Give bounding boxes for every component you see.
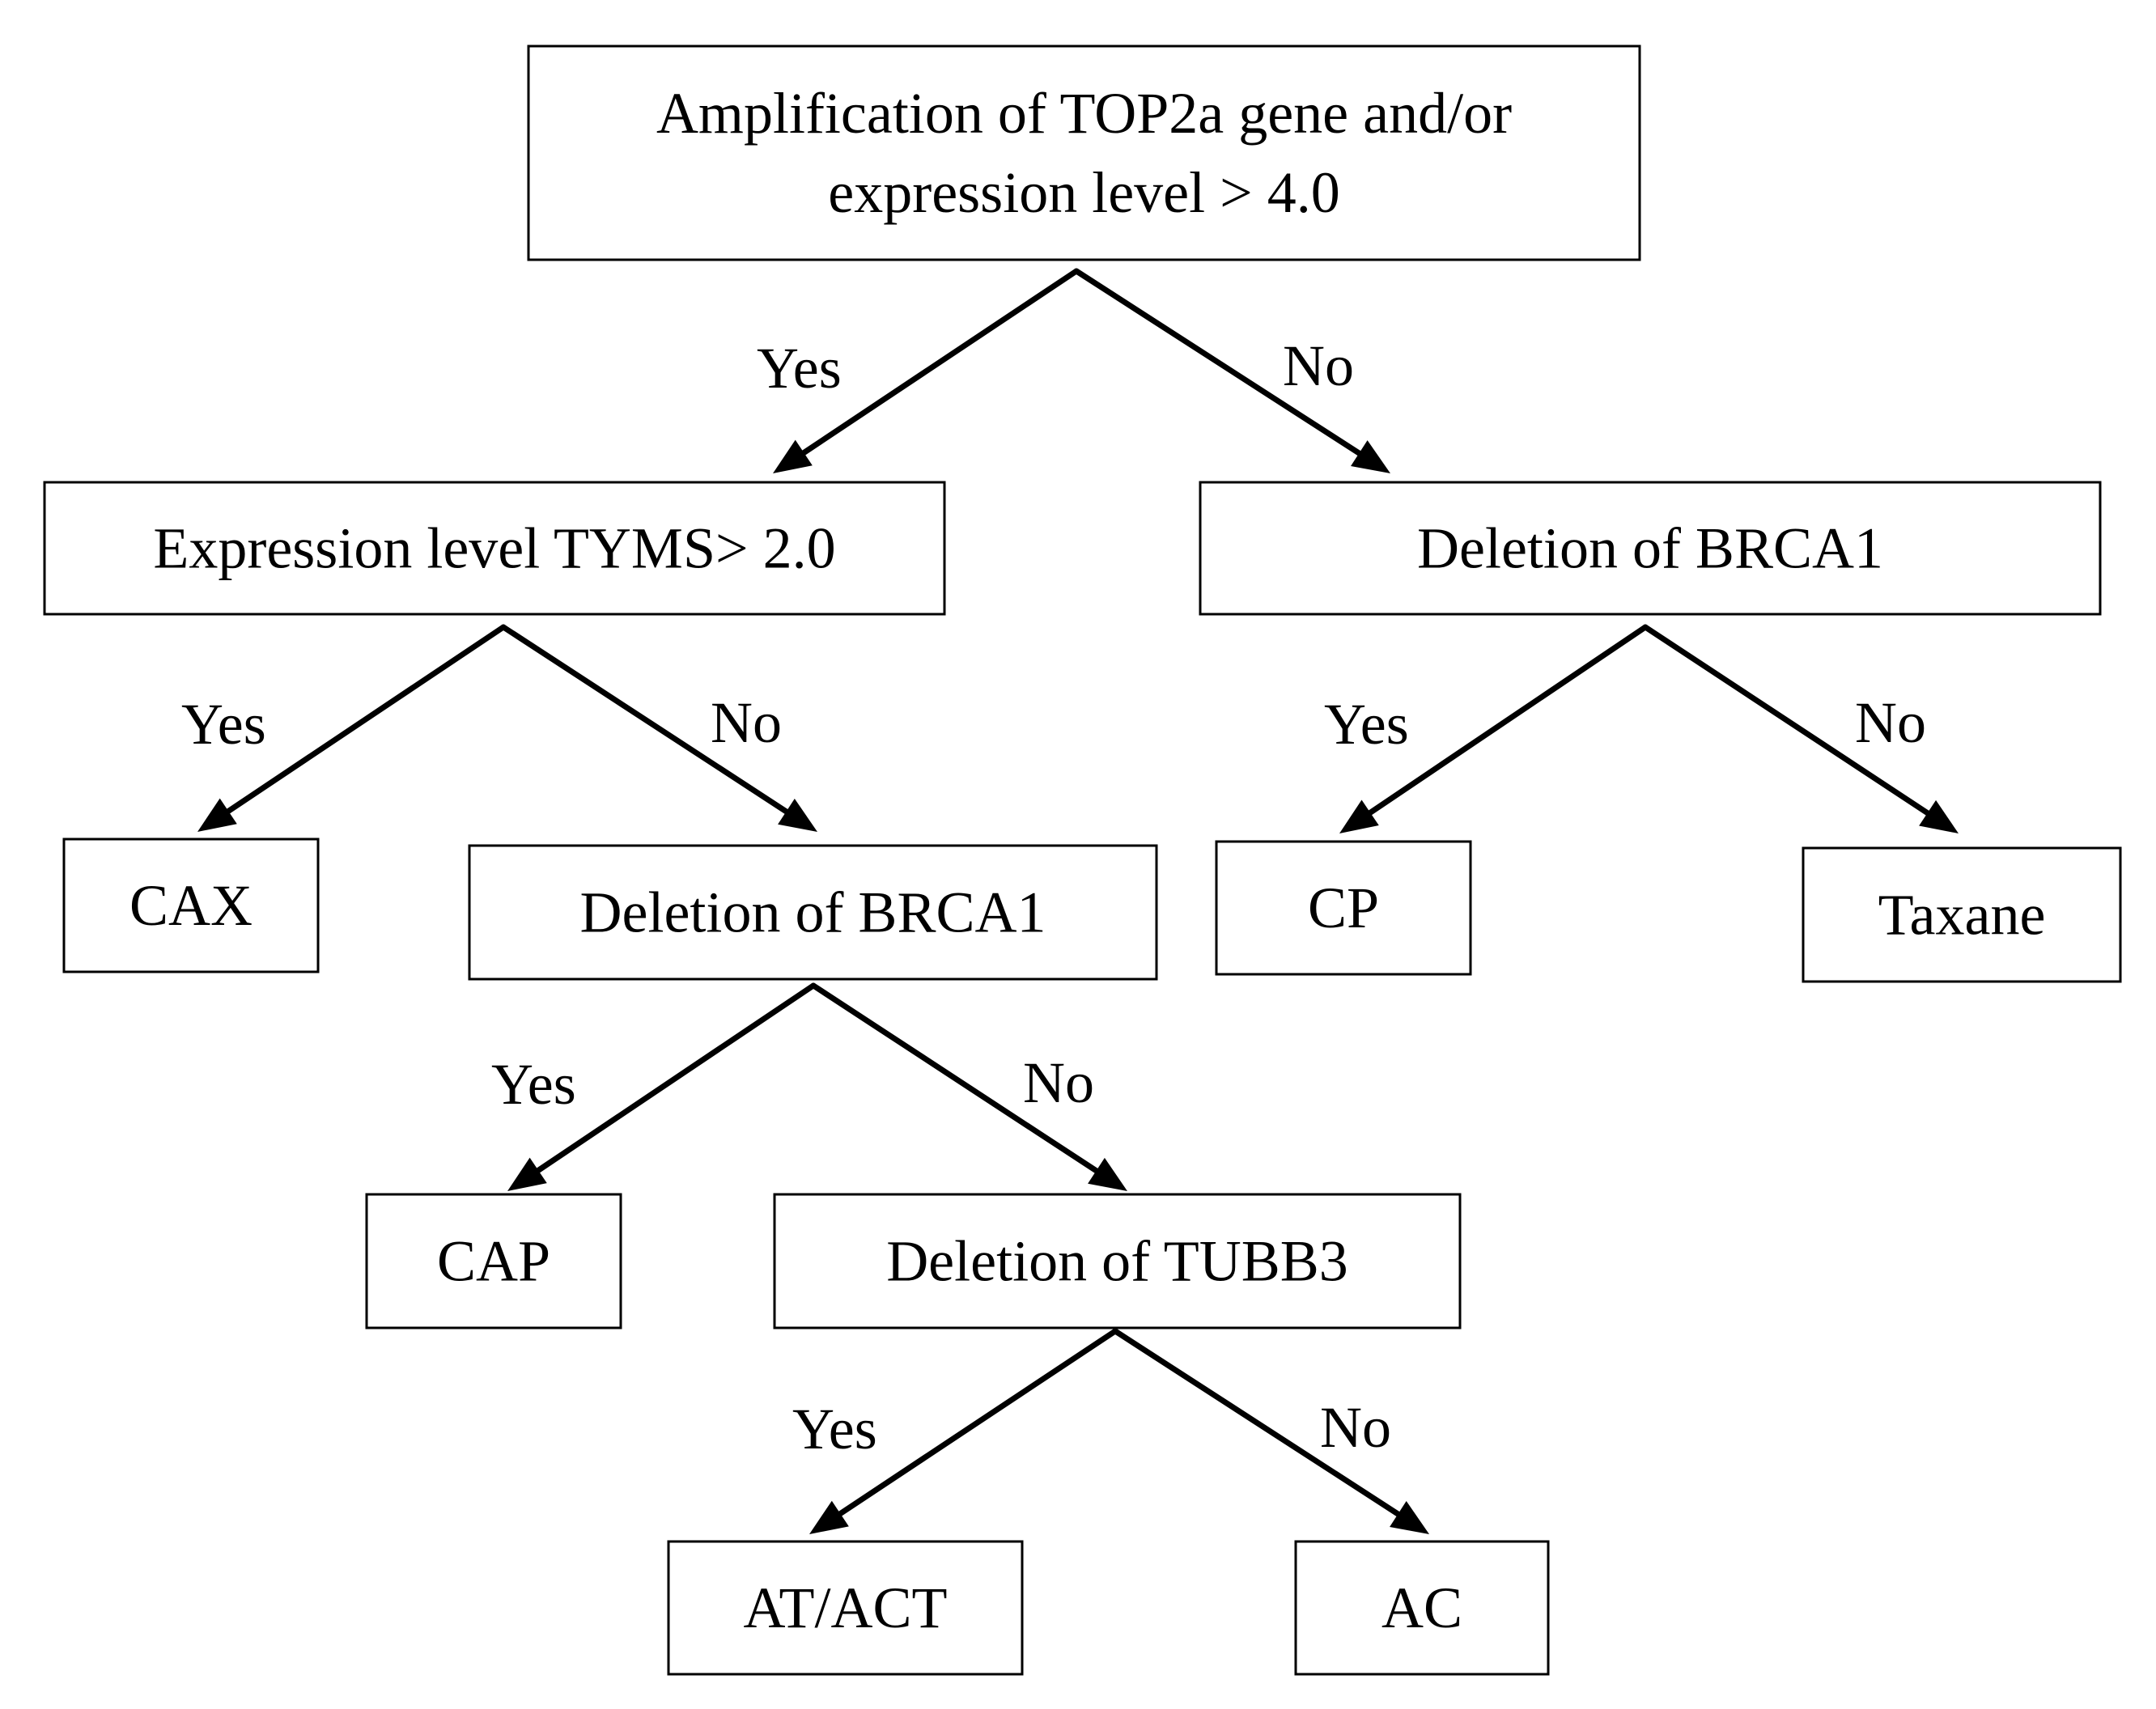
node-box [1199,481,2102,616]
edge-label-no: No [711,690,782,755]
edge-brca1_left-to-tubb3: No [810,982,1127,1191]
edge-line [796,268,1080,459]
node-label: CAX [129,873,253,938]
edge-line [810,982,1104,1177]
edge-label-yes: Yes [491,1052,576,1117]
node-taxane: Taxane [1802,846,2122,983]
node-box [43,481,946,616]
edge-label-yes: Yes [181,692,266,757]
arrowhead-icon [1351,440,1390,473]
node-label: Expression level TYMS> 2.0 [153,516,835,581]
edge-line [833,1328,1118,1520]
edge-label-yes: Yes [1324,692,1409,757]
edge-line [221,624,507,817]
node-cax: CAX [62,838,320,973]
edge-line [531,982,817,1177]
edge-label-no: No [1320,1395,1391,1460]
node-label: Deletion of BRCA1 [580,880,1046,945]
edge-label-yes: Yes [792,1397,877,1461]
edge-line [1363,624,1649,819]
node-box [527,45,1641,261]
edge-line [1112,1328,1405,1520]
node-box [667,1540,1024,1676]
node-box [62,838,320,973]
edge-line [1642,624,1935,819]
node-box [365,1193,622,1329]
edge-tubb3-to-ac: No [1112,1328,1429,1534]
arrowhead-icon [507,1157,547,1191]
arrowhead-icon [778,798,817,832]
edge-line [500,624,793,817]
node-label: expression level > 4.0 [828,160,1339,225]
edge-root-to-tyms: Yes [757,268,1080,473]
arrowhead-icon [773,439,813,473]
edge-label-no: No [1283,333,1354,398]
arrowhead-icon [1919,799,1959,833]
node-box [1215,840,1472,976]
node-label: Deletion of TUBB3 [886,1229,1348,1294]
node-brca1-left: Deletion of BRCA1 [468,844,1158,981]
edge-label-no: No [1855,690,1926,755]
edge-root-to-brca1_right: No [1073,268,1390,473]
node-box [1294,1540,1550,1676]
arrowhead-icon [197,798,237,832]
edge-tubb3-to-at_act: Yes [792,1328,1118,1534]
node-root: Amplification of TOP2a gene and/or expres… [527,45,1641,261]
node-cap: CAP [365,1193,622,1329]
node-label: Amplification of TOP2a gene and/or [656,81,1512,146]
node-at-act: AT/ACT [667,1540,1024,1676]
node-label: AT/ACT [744,1575,948,1640]
edge-brca1_right-to-cp: Yes [1324,624,1649,833]
edge-label-yes: Yes [757,336,842,401]
edge-line [1073,268,1366,459]
edge-brca1_right-to-taxane: No [1642,624,1959,833]
node-box [1802,846,2122,983]
edge-brca1_left-to-cap: Yes [491,982,817,1191]
edge-tyms-to-brca1_left: No [500,624,817,832]
node-label: AC [1381,1575,1462,1640]
edge-label-no: No [1023,1050,1094,1115]
node-tyms: Expression level TYMS> 2.0 [43,481,946,616]
node-ac: AC [1294,1540,1550,1676]
node-box [468,844,1158,981]
node-cp: CP [1215,840,1472,976]
edge-tyms-to-cax: Yes [181,624,507,832]
node-label: Deletion of BRCA1 [1417,516,1883,581]
node-box [773,1193,1462,1329]
node-brca1-right: Deletion of BRCA1 [1199,481,2102,616]
arrowhead-icon [1339,799,1379,833]
arrowhead-icon [1390,1501,1429,1534]
node-label: CAP [437,1229,550,1294]
arrowhead-icon [1088,1157,1127,1191]
node-tubb3: Deletion of TUBB3 [773,1193,1462,1329]
arrowhead-icon [809,1500,849,1534]
nodes-layer: Amplification of TOP2a gene and/or expres… [43,45,2122,1676]
node-label: Taxane [1878,883,2046,948]
node-label: CP [1308,876,1379,940]
